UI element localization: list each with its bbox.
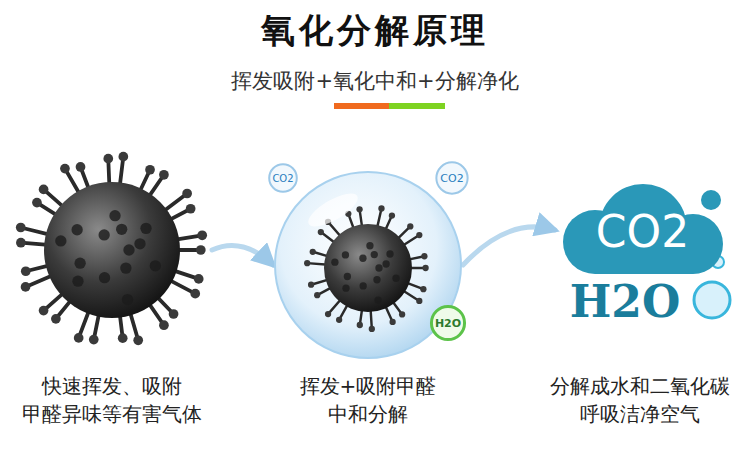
h2o-node: H2O bbox=[430, 305, 466, 341]
node-label: CO2 bbox=[555, 184, 730, 280]
bubble-node: 挥发+吸附甲醛 中和分解CO2CO2H2O bbox=[273, 170, 463, 360]
stage-caption: 快速挥发、吸附 甲醛异味等有害气体 bbox=[2, 372, 222, 428]
diagram-title: 氧化分解原理 bbox=[0, 8, 750, 52]
co2-node: CO2 bbox=[435, 161, 469, 195]
virus-shape bbox=[12, 150, 212, 350]
node-label: CO2 bbox=[268, 163, 298, 193]
stage-caption: 挥发+吸附甲醛 中和分解 bbox=[258, 372, 478, 428]
formula-text: H2O bbox=[565, 280, 685, 324]
water-bubble bbox=[694, 282, 730, 318]
flow-arrow bbox=[212, 245, 273, 265]
stage-caption: 分解成水和二氧化碳 呼吸洁净空气 bbox=[530, 372, 750, 428]
virus-node: 快速挥发、吸附 甲醛异味等有害气体 bbox=[12, 150, 212, 350]
node-label: H2O bbox=[430, 305, 466, 341]
co2-node: CO2 bbox=[268, 163, 298, 193]
subtitle: 挥发吸附+氧化中和+分解净化 bbox=[0, 68, 750, 95]
flow-arrow bbox=[463, 227, 555, 265]
cloud-node: CO2H2O分解成水和二氧化碳 呼吸洁净空气 bbox=[555, 180, 730, 280]
accent-bar bbox=[334, 103, 389, 109]
accent-bar bbox=[389, 103, 445, 109]
node-label: CO2 bbox=[435, 161, 469, 195]
